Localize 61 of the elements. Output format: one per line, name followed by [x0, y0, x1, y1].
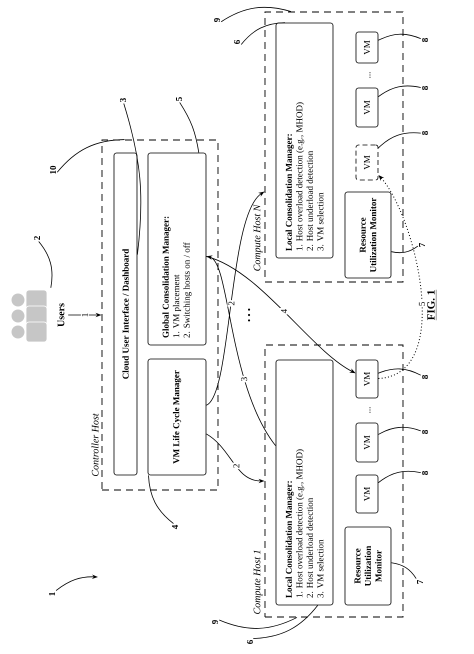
callout-number: 10 [50, 166, 56, 174]
edge-label: 5 [418, 302, 425, 306]
component-box: Cloud User Interface / Dashboard [114, 152, 138, 476]
leader-line [220, 6, 292, 22]
edge-label: 4 [281, 309, 287, 314]
leader-line [148, 475, 174, 524]
edge-label: 2 [233, 464, 240, 468]
leader-line [179, 102, 200, 153]
vm-box: VM [356, 88, 378, 128]
users-label: Users [58, 303, 64, 327]
callout-number: 9 [214, 18, 220, 22]
callout-number: 6 [246, 640, 254, 644]
host-heading: Compute Host 1 [254, 550, 262, 614]
host-heading: Controller Host [91, 413, 98, 476]
leader-line [378, 470, 422, 484]
leader-line [38, 241, 52, 288]
callout-number: 8 [422, 38, 428, 42]
ellipsis: ... [369, 72, 371, 78]
callout-number: 8 [422, 86, 428, 90]
leader-line [378, 132, 422, 148]
leader-line [391, 246, 418, 254]
callout-number: 2 [34, 236, 40, 240]
vm-box: VM [356, 32, 378, 64]
vm-box: VM [356, 144, 378, 180]
callout-number: 8 [422, 375, 428, 379]
edge-label: 2 [228, 302, 234, 306]
component-box: Local Consolidation Manager: 1. Host overload detection (e.g., MHOD) 2. Host underload detection 3. VM selection [276, 360, 334, 606]
ellipsis: • • • [248, 308, 250, 322]
edge-label: 1 [82, 313, 88, 316]
leader-line [378, 86, 422, 98]
leader-line [378, 368, 422, 376]
callout-number: 5 [176, 97, 182, 101]
leader-line [252, 605, 318, 639]
edge-label: 3 [241, 377, 248, 381]
component-box: Resource Utilization Monitor [344, 526, 392, 606]
leader-line [378, 34, 422, 41]
component-box: VM Life Cycle Manager [148, 358, 206, 476]
callout-number: 8 [422, 471, 428, 475]
callout-number: 4 [172, 524, 178, 530]
callout-number: 6 [234, 40, 240, 44]
vm-box: VM [356, 360, 378, 398]
leader-line [391, 562, 417, 579]
callout-number: 7 [417, 580, 423, 584]
leader-line [218, 617, 298, 629]
component-box: Local Consolidation Manager: 1. Host overload detection (e.g., MHOD) 2. Host underload detection 3. VM selection [276, 22, 334, 258]
vm-box: VM [356, 474, 378, 514]
leader-line [240, 22, 286, 45]
leader-line [378, 426, 422, 435]
vm-box: VM [356, 422, 378, 462]
component-box: Global Consolidation Manager: 1. VM placement 2. Switching hosts on / off [148, 152, 206, 346]
leader-line [56, 139, 125, 173]
ellipsis: ... [369, 407, 371, 413]
callout-number: 1 [49, 592, 55, 596]
callout-number: 8 [422, 131, 428, 135]
callout-number: 9 [212, 620, 218, 624]
callout-number: 3 [120, 98, 126, 102]
component-box: Resource Utilization Monitor [344, 192, 392, 278]
host-heading: Compute Host N [254, 204, 262, 271]
callout-number: 7 [419, 242, 425, 247]
callout-number: 8 [422, 430, 428, 434]
figure-label: FIG. 1 [427, 290, 436, 320]
